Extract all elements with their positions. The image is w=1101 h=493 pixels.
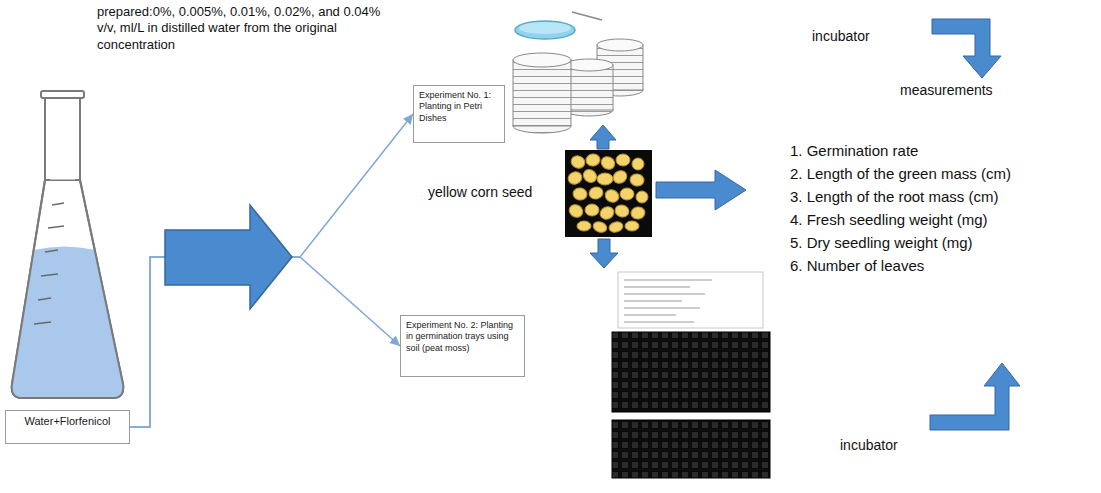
process-box: Water+Florfenicol [5, 410, 130, 444]
corn-seed-photo [565, 150, 652, 237]
flask-illustration [12, 91, 124, 398]
process-box: Experiment No. 2: Planting in germinatio… [400, 315, 525, 377]
annotation-label: prepared:0%, 0.005%, 0.01%, 0.02%, and 0… [97, 4, 382, 53]
measurement-item: 4. Fresh seedling weight (mg) [790, 211, 988, 230]
right-arrow [656, 170, 746, 210]
measurement-item: 3. Length of the root mass (cm) [790, 188, 998, 207]
box-text: Water+Florfenicol [11, 415, 124, 429]
flow-arrow [165, 205, 292, 309]
flow-connector [130, 114, 413, 427]
process-box: Experiment No. 1: Planting in Petri Dish… [413, 85, 505, 143]
seedling-tray-photo [612, 272, 770, 478]
box-text: Experiment No. 2: Planting in germinatio… [406, 320, 519, 354]
up-arrow [590, 125, 616, 149]
measurement-item: 1. Germination rate [790, 142, 918, 161]
annotation-label: measurements [900, 82, 993, 100]
petri-dish-illustration [513, 12, 643, 133]
measurement-item: 5. Dry seedling weight (mg) [790, 234, 973, 253]
annotation-label: yellow corn seed [428, 184, 532, 202]
bent-arrow [930, 363, 1020, 430]
annotation-label: incubator [840, 437, 898, 455]
measurement-item: 2. Length of the green mass (cm) [790, 165, 1011, 184]
measurement-item: 6. Number of leaves [790, 257, 924, 276]
annotation-label: incubator [812, 28, 870, 46]
bent-arrow [932, 19, 1001, 78]
box-text: Experiment No. 1: Planting in Petri Dish… [419, 90, 499, 124]
down-arrow [590, 239, 618, 268]
